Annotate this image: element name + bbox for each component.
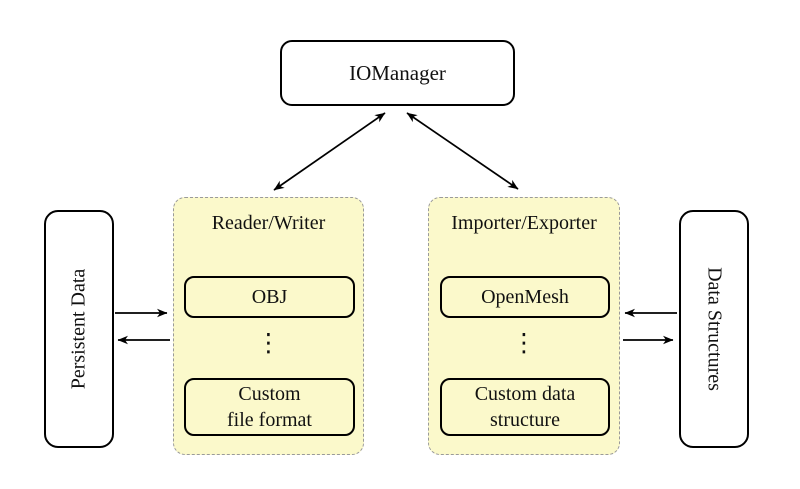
importer-exporter-title: Importer/Exporter bbox=[451, 212, 597, 234]
obj-label: OBJ bbox=[251, 286, 288, 308]
data-structures-node: Data Structures bbox=[679, 210, 749, 448]
custom-data-structure-node: Custom data structure bbox=[440, 378, 610, 436]
persistent-data-label: Persistent Data bbox=[67, 268, 90, 390]
custom-file-format-node: Custom file format bbox=[184, 378, 355, 436]
custom-data-structure-label: Custom data structure bbox=[474, 383, 576, 431]
custom-file-format-label: Custom file format bbox=[227, 383, 312, 431]
iomanager-label: IOManager bbox=[349, 61, 446, 85]
vertical-ellipsis: ⋮ bbox=[511, 328, 537, 357]
obj-node: OBJ bbox=[184, 276, 355, 318]
arrow-iomanager-importerexporter bbox=[406, 112, 519, 190]
data-structures-label: Data Structures bbox=[703, 267, 726, 391]
reader-writer-group: Reader/Writer OBJ ⋮ Custom file format bbox=[173, 197, 364, 455]
openmesh-label: OpenMesh bbox=[481, 286, 569, 308]
importer-exporter-group: Importer/Exporter OpenMesh ⋮ Custom data… bbox=[428, 197, 620, 455]
openmesh-node: OpenMesh bbox=[440, 276, 610, 318]
reader-writer-title: Reader/Writer bbox=[211, 212, 326, 234]
iomanager-node: IOManager bbox=[280, 40, 515, 106]
persistent-data-node: Persistent Data bbox=[44, 210, 114, 448]
vertical-ellipsis: ⋮ bbox=[256, 328, 281, 357]
arrow-iomanager-readerwriter bbox=[273, 112, 386, 191]
